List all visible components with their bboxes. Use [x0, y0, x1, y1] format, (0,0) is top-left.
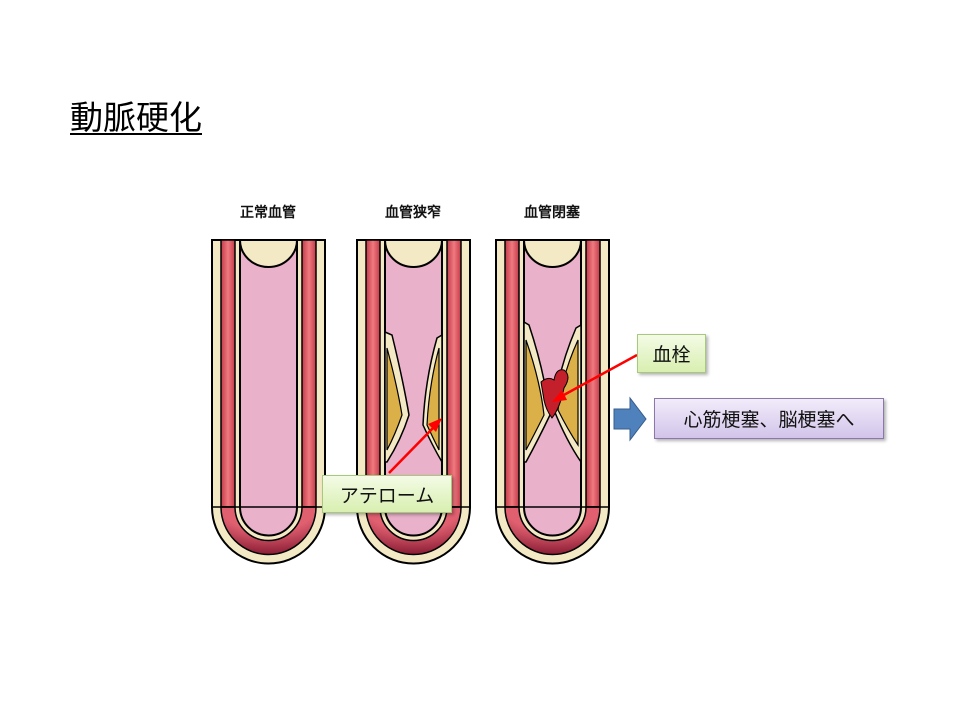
callout-outcome: 心筋梗塞、脳梗塞へ [654, 398, 884, 439]
atheroma-plaque-left [384, 330, 410, 463]
plaque-left [523, 320, 551, 463]
label-occlusion-vessel: 血管閉塞 [524, 205, 580, 221]
thrombus-clot [540, 369, 569, 419]
right-arrow-icon [613, 396, 647, 442]
label-normal-vessel: 正常血管 [240, 205, 296, 221]
vessel-normal [211, 239, 326, 565]
atheroma-arrow [388, 418, 442, 474]
slide-title: 動脈硬化 [70, 98, 202, 137]
thrombus-arrow [552, 353, 638, 402]
callout-atheroma: アテローム [322, 475, 452, 513]
callout-thrombus: 血栓 [637, 334, 706, 373]
label-stenosis-vessel: 血管狭窄 [385, 205, 441, 221]
vessel-stenosis [356, 239, 471, 565]
